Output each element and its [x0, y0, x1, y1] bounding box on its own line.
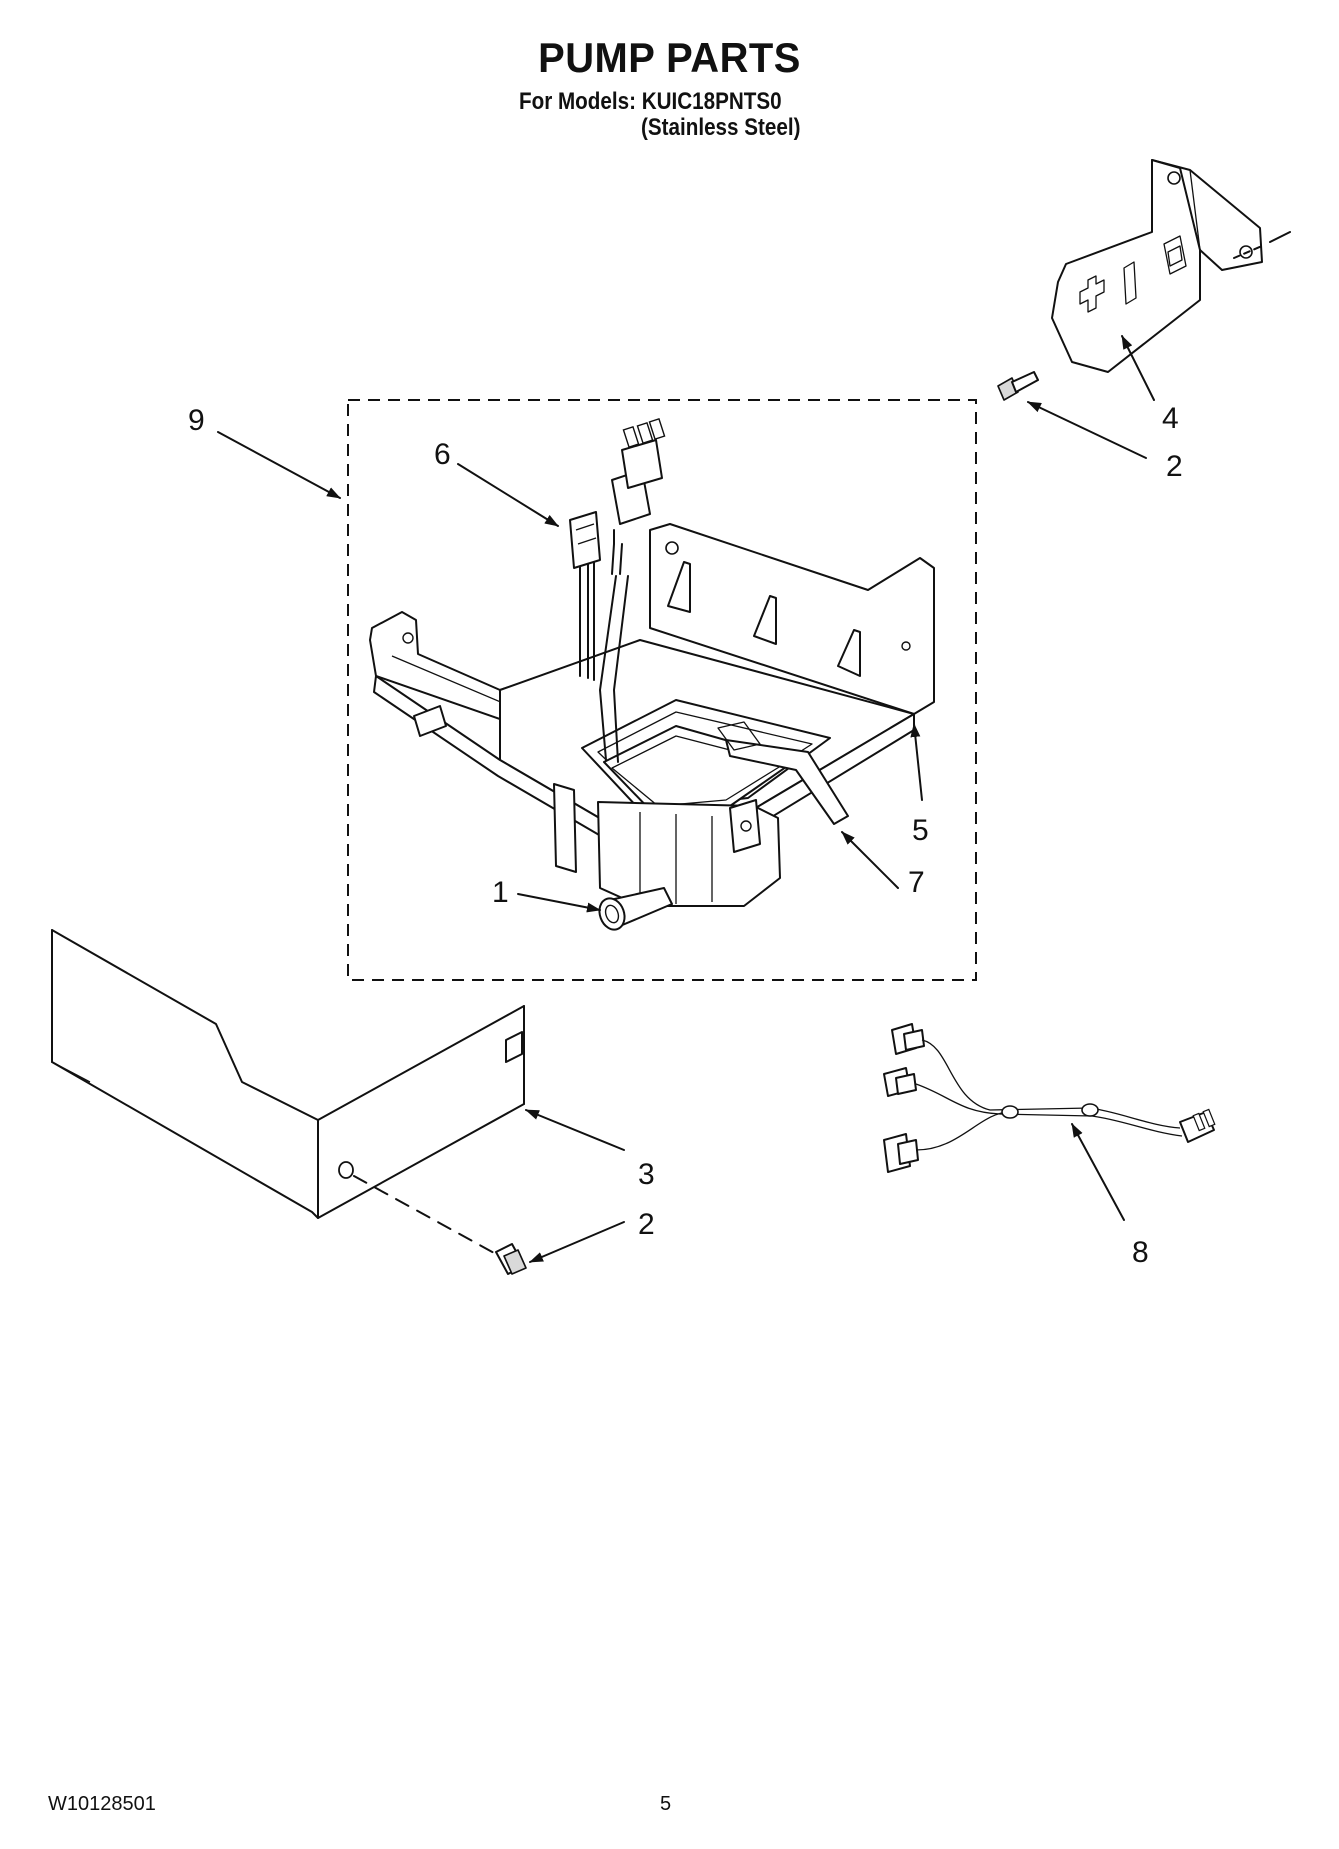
callout-4: 4	[1162, 402, 1179, 435]
callout-3: 3	[638, 1158, 655, 1191]
document-number: W10128501	[48, 1793, 156, 1815]
cover-panel	[51, 929, 525, 1255]
callout-5: 5	[912, 814, 929, 847]
mounting-bracket	[1051, 159, 1291, 373]
screw-top	[997, 371, 1039, 401]
wire-harness	[883, 1023, 1216, 1173]
pump-assembly-boundary	[347, 399, 977, 981]
finish-line: (Stainless Steel)	[641, 114, 801, 141]
screw-bottom	[495, 1243, 527, 1275]
callout-1: 1	[492, 876, 509, 909]
models-line: For Models: KUIC18PNTS0	[519, 88, 782, 115]
page-number: 5	[660, 1793, 672, 1815]
callout-8: 8	[1132, 1236, 1149, 1269]
page-title: PUMP PARTS	[538, 34, 801, 81]
leader-lines	[217, 335, 1155, 1263]
callout-7: 7	[908, 866, 925, 899]
callout-9: 9	[188, 404, 205, 437]
callout-2-bottom: 2	[638, 1208, 655, 1241]
pump-assembly	[369, 418, 935, 931]
callout-2-top: 2	[1166, 450, 1183, 483]
callout-6: 6	[434, 438, 451, 471]
